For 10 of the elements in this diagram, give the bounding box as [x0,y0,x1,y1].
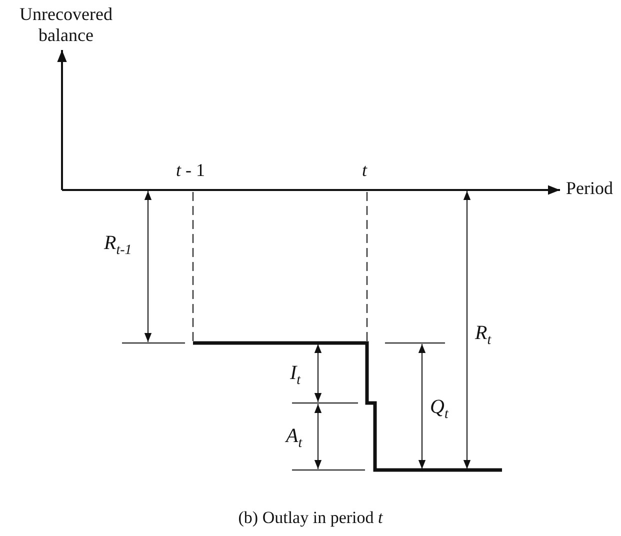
dimension-label: R$_{t-1}$ [104,232,132,260]
axis-title: Period [566,178,613,199]
dimension-label: Q$_{t}$ [430,396,448,424]
dimension-label: R$_{t}$ [475,322,492,350]
dimension-label: I$_{t}$ [290,362,301,390]
figure-caption: (b) Outlay in period t [237,508,384,528]
tick-label: t [362,160,368,181]
dimension-label: A$_{t}$ [286,425,302,452]
tick-label: t - 1 [176,160,206,181]
axis-title: Unrecovered balance [18,4,114,46]
